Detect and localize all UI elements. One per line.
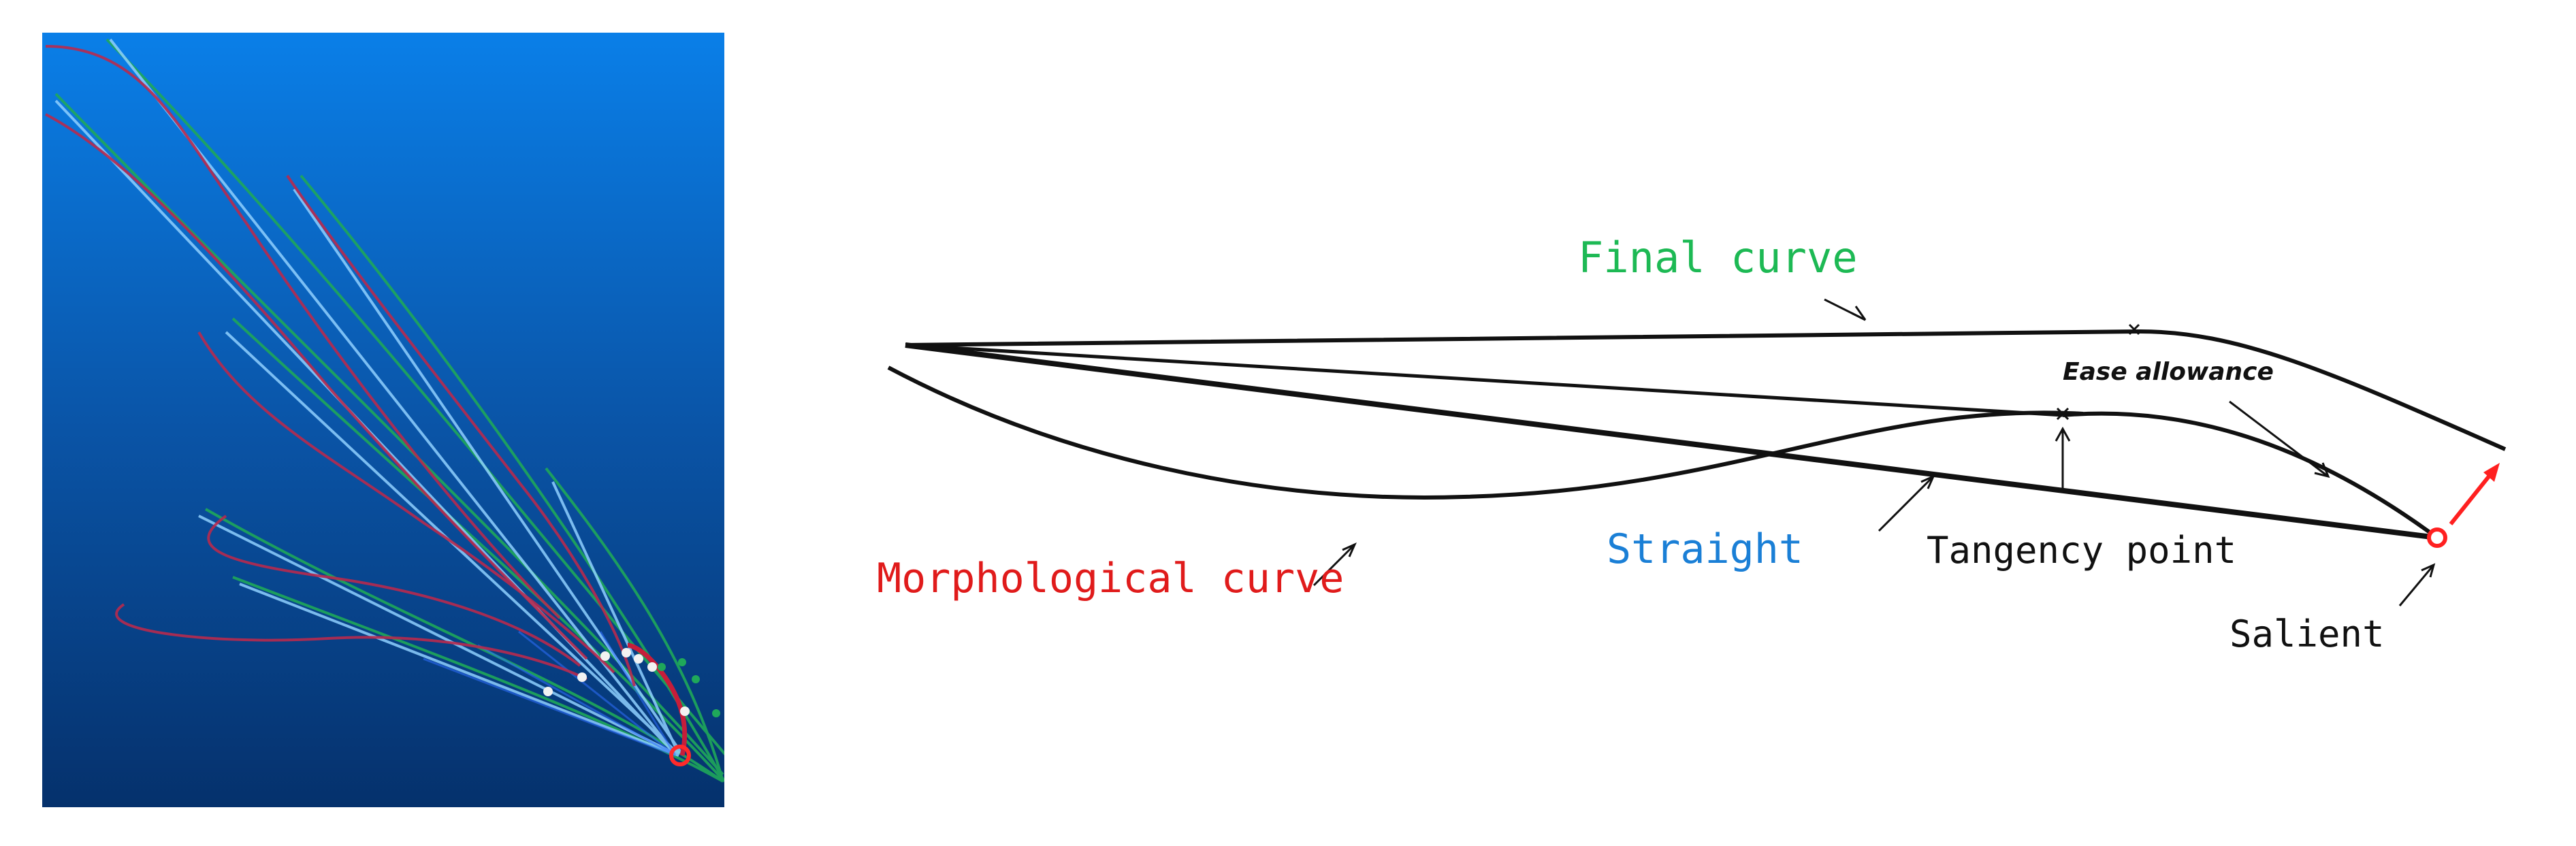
projection-lines-group <box>423 630 677 757</box>
final-curve-label: Final curve <box>1578 233 1858 282</box>
ease-direction-arrow <box>2449 463 2500 525</box>
curve-rendering-svg <box>42 33 724 807</box>
final-curve <box>106 38 724 756</box>
x-marker-tangency <box>2056 407 2070 421</box>
tangency-point <box>622 648 631 657</box>
ease-arrow-shaft <box>2449 472 2494 525</box>
tangency-points-group <box>543 648 690 716</box>
rendering-background <box>42 33 724 807</box>
projection-line <box>477 644 676 757</box>
straight-line <box>551 481 680 755</box>
arrow-head <box>2314 462 2330 478</box>
tangency-curve <box>2062 411 2438 540</box>
final-curve <box>231 317 724 783</box>
final-point <box>678 658 686 666</box>
arrow-head <box>1342 542 1357 557</box>
tangency-point <box>543 687 553 696</box>
final-point <box>658 663 666 671</box>
tangency-point <box>600 651 610 661</box>
morphological-curve <box>45 45 561 619</box>
morphological-curve <box>286 174 636 687</box>
x-marker-final <box>2128 323 2140 336</box>
final-point <box>712 709 720 717</box>
final-points-group <box>658 658 720 717</box>
projection-line <box>599 631 677 756</box>
straight-line <box>198 515 679 757</box>
arrow-morphological <box>1313 543 1356 587</box>
salient-curve <box>627 642 688 756</box>
arrow-head <box>1851 306 1867 321</box>
salient-label: Salient <box>2229 613 2385 655</box>
straight-line <box>109 38 677 755</box>
tangency-point <box>577 672 587 682</box>
morphological-curves-group <box>45 45 636 687</box>
schematic-svg: Final curve Ease allowance Morphological… <box>877 233 2507 655</box>
morphological-curve <box>115 603 587 681</box>
tangency-point <box>647 662 657 672</box>
schematic-panel: Final curve Ease allowance Morphological… <box>851 197 2546 687</box>
final-curve <box>205 508 724 783</box>
arrow-head <box>1920 474 1935 489</box>
ease-allowance-label: Ease allowance <box>2063 358 2274 386</box>
final-curve <box>545 467 724 782</box>
tangency-point <box>680 706 690 716</box>
arrow-salient <box>2398 564 2435 606</box>
arrow-ease-allowance <box>2229 400 2329 478</box>
arrow-head <box>2055 426 2071 442</box>
straight-label: Straight <box>1607 525 1803 573</box>
final-curves-group <box>54 38 724 783</box>
straight-line-upper <box>905 343 2063 417</box>
salient-marker <box>669 745 691 766</box>
arrow-straight <box>1878 475 1935 532</box>
straight-line-main <box>905 342 2438 540</box>
tangency-point <box>634 654 643 664</box>
straight-line <box>239 583 679 757</box>
morphological-curve <box>197 331 615 674</box>
tangency-point-label: Tangency point <box>1927 529 2236 572</box>
morphological-curve <box>45 113 588 660</box>
morphological-curve-line <box>887 365 2084 500</box>
x-markers <box>2056 323 2140 421</box>
salient-marker <box>2427 527 2447 548</box>
morphological-curve <box>207 515 581 667</box>
arrow-head <box>2421 563 2436 578</box>
curve-rendering-panel <box>42 33 724 807</box>
final-point <box>692 675 700 683</box>
ease-arrow-head <box>2483 463 2500 482</box>
final-curve-line <box>905 329 2507 451</box>
annotation-arrows <box>1313 298 2436 606</box>
projection-line <box>518 630 676 757</box>
morphological-curve-label: Morphological curve <box>877 555 1344 602</box>
projection-line <box>423 657 676 757</box>
